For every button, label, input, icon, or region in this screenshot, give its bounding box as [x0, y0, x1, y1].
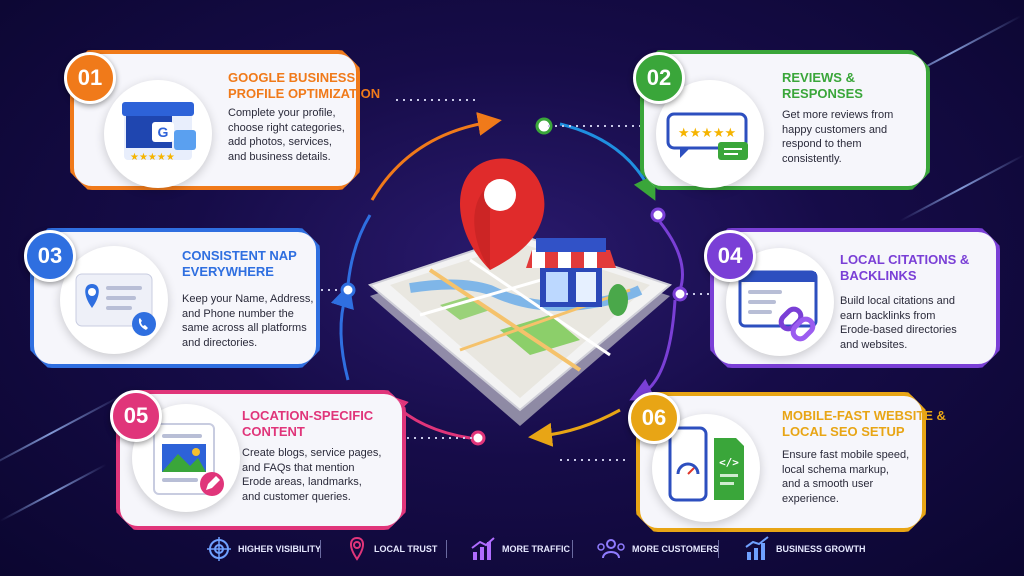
benefit-higher-visibility: HIGHER VISIBILITY [206, 532, 321, 566]
map-pin-store-icon [367, 158, 673, 426]
benefit-more-traffic: MORE TRAFFIC [470, 532, 570, 566]
contact-card-icon [60, 246, 168, 354]
benefit-label: LOCAL TRUST [374, 544, 438, 554]
customers-icon [597, 539, 625, 559]
benefit-label: MORE TRAFFIC [502, 544, 570, 554]
benefit-more-customers: MORE CUSTOMERS [596, 532, 719, 566]
benefit-local-trust: LOCAL TRUST [346, 532, 437, 566]
svg-text:★★★★★: ★★★★★ [678, 126, 736, 141]
step-title-02: REVIEWS &RESPONSES [782, 70, 863, 101]
svg-text:★★★★★: ★★★★★ [130, 152, 175, 163]
step-badge-04: 04 [704, 230, 756, 282]
divider [446, 540, 447, 558]
benefit-label: BUSINESS GROWTH [776, 544, 866, 554]
step-text-03: Keep your Name, Address,and Phone number… [182, 293, 314, 349]
benefit-business-growth: BUSINESS GROWTH [744, 532, 866, 566]
step-badge-01: 01 [64, 52, 116, 104]
step-badge-03: 03 [24, 230, 76, 282]
step-text-06: Ensure fast mobile speed,local schema ma… [782, 449, 910, 505]
step-title-06: MOBILE-FAST WEBSITE &LOCAL SEO SETUP [782, 408, 946, 439]
benefits-bar: HIGHER VISIBILITY LOCAL TRUST MORE TRAFF… [0, 532, 1024, 566]
benefit-label: MORE CUSTOMERS [632, 544, 719, 554]
phone-code-icon: </> [652, 414, 760, 522]
benefit-label: HIGHER VISIBILITY [238, 544, 322, 554]
step-title-04: LOCAL CITATIONS &BACKLINKS [840, 252, 970, 283]
step-badge-02: 02 [633, 52, 685, 104]
svg-text:G: G [158, 124, 169, 140]
step-text-05: Create blogs, service pages,and FAQs tha… [242, 447, 382, 503]
divider [320, 540, 321, 558]
step-badge-06: 06 [628, 392, 680, 444]
step-text-01: Complete your profile,choose right categ… [228, 107, 345, 163]
svg-text:</>: </> [719, 456, 739, 469]
growth-chart-icon [745, 536, 769, 560]
location-pin-icon [350, 536, 364, 561]
storefront-icon: G ★★★★★ [104, 80, 212, 188]
divider [572, 540, 573, 558]
bar-growth-icon [471, 537, 495, 560]
target-icon [207, 537, 231, 561]
step-badge-05: 05 [110, 390, 162, 442]
document-image-icon [132, 404, 240, 512]
browser-link-icon [726, 248, 834, 356]
divider [718, 540, 719, 558]
